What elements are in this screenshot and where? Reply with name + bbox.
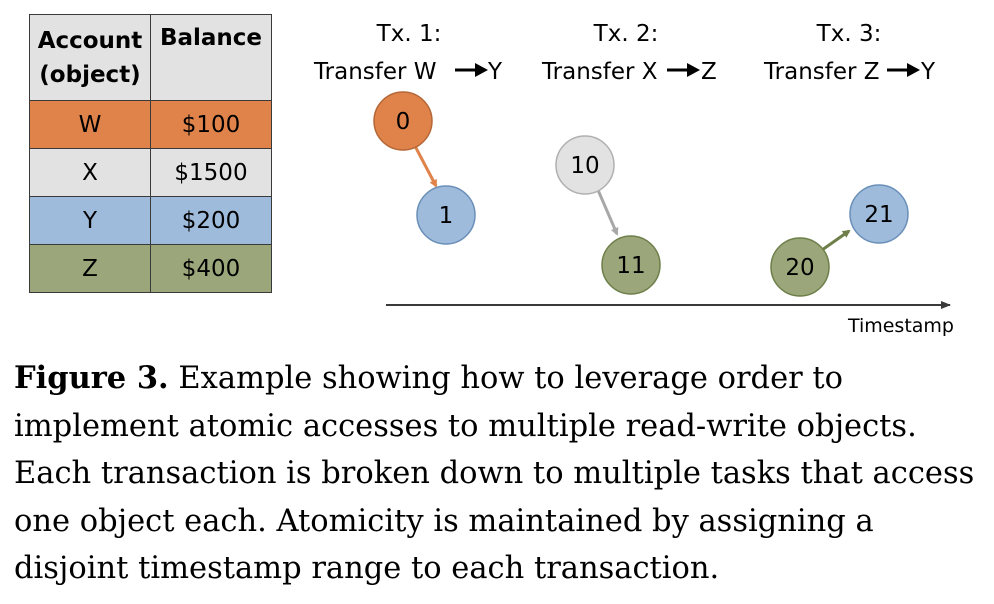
account-cell: X: [29, 148, 151, 197]
task-node-0: [373, 91, 433, 151]
tx3-title: Tx. 3:: [816, 21, 882, 47]
tx1-desc-to: Y: [487, 59, 503, 85]
task-node-10: [555, 135, 615, 195]
balance-cell: $200: [150, 196, 272, 245]
task-node-11: [601, 235, 661, 295]
tx3-desc-to: Y: [920, 59, 936, 85]
tx2-task-arrow: [596, 189, 619, 236]
caption-lead: Figure 3.: [14, 360, 169, 396]
account-cell: Z: [29, 244, 151, 293]
tx2-desc-to: Z: [701, 59, 717, 85]
right-arrow-icon: [887, 63, 920, 77]
task-node-21: [849, 184, 909, 244]
task-node-10-label: 10: [570, 153, 599, 179]
account-header-line-1: Account: [37, 27, 143, 54]
balance-header: Balance: [150, 14, 272, 101]
right-arrow-icon: [455, 63, 488, 77]
table-row: W $100: [29, 100, 272, 149]
account-header: Account (object): [29, 14, 151, 101]
table-row: Z $400: [29, 244, 272, 293]
right-arrow-icon: [667, 63, 700, 77]
transaction-diagram: Tx. 1: Transfer W Y Tx. 2: Transfer X Z …: [313, 21, 954, 337]
account-cell: W: [29, 100, 151, 149]
balance-cell: $400: [150, 244, 272, 293]
table-row: X $1500: [29, 148, 272, 197]
figure-3: Account (object) Balance W $100 X $1500 …: [29, 14, 954, 337]
caption-text: Example showing how to leverage order to…: [14, 361, 975, 586]
tx1-desc-from: Transfer W: [313, 59, 437, 85]
task-node-21-label: 21: [864, 202, 893, 228]
tx2-title: Tx. 2:: [593, 21, 659, 47]
tx1-title: Tx. 1:: [376, 21, 442, 47]
task-node-1-label: 1: [439, 203, 454, 229]
table-header-row: Account (object) Balance: [29, 14, 272, 101]
task-node-0-label: 0: [396, 109, 411, 135]
task-node-11-label: 11: [616, 253, 645, 279]
timestamp-axis-label: Timestamp: [847, 315, 954, 337]
account-header-line-2: (object): [39, 61, 141, 88]
task-node-20: [770, 237, 830, 297]
account-balance-table: Account (object) Balance W $100 X $1500 …: [29, 14, 272, 293]
balance-cell: $1500: [150, 148, 272, 197]
task-node-1: [416, 185, 476, 245]
task-node-20-label: 20: [785, 255, 814, 281]
figure-caption: Figure 3. Example showing how to leverag…: [14, 355, 980, 593]
tx2-desc-from: Transfer X: [541, 59, 658, 85]
tx3-desc-from: Transfer Z: [763, 59, 880, 85]
tx1-task-arrow: [413, 145, 438, 188]
tx3-task-arrow: [821, 229, 851, 252]
